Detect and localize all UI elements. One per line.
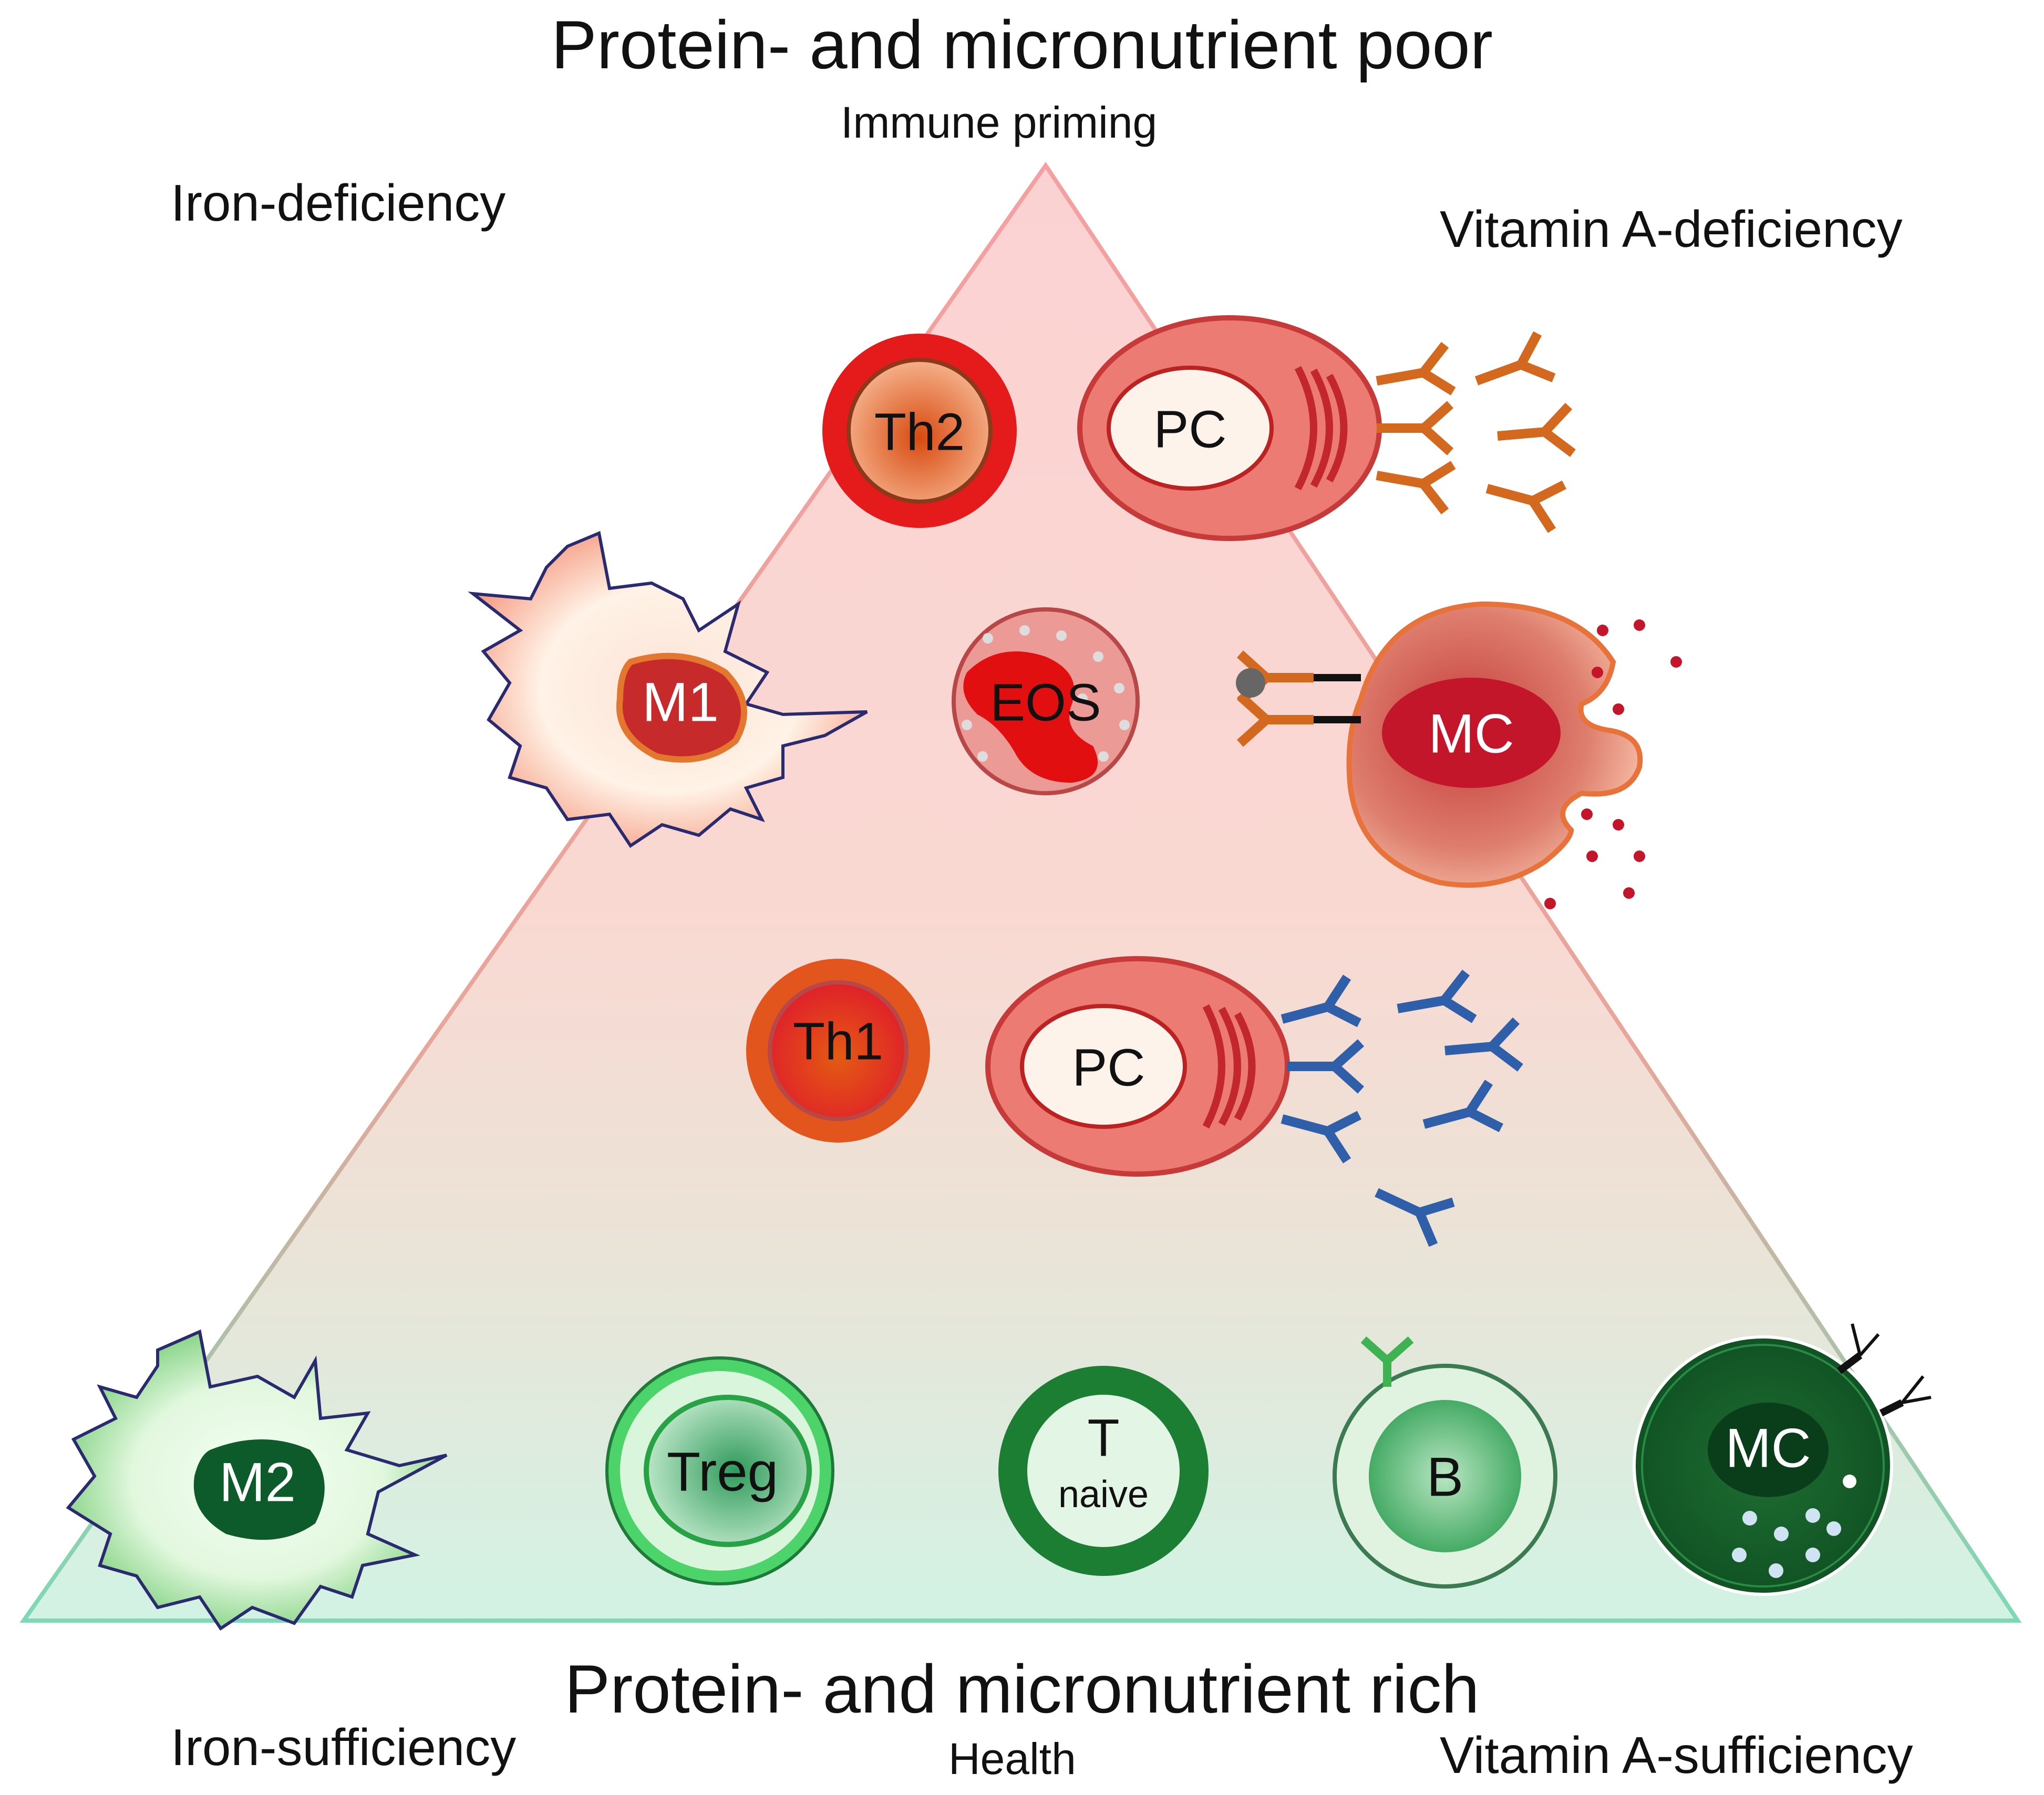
corner-top-left: Iron-deficiency bbox=[171, 174, 506, 232]
top-title: Protein- and micronutrient poor bbox=[551, 6, 1493, 83]
m2-label: M2 bbox=[219, 1452, 296, 1513]
eosinophil: EOS bbox=[952, 607, 1140, 795]
plasma-cell-top: PC bbox=[1077, 315, 1382, 541]
mast-cell-red: MC bbox=[1236, 601, 1682, 909]
th1-cell: Th1 bbox=[746, 959, 930, 1143]
t-naive-t-label: T bbox=[1087, 1408, 1119, 1467]
top-subtitle: Immune priming bbox=[841, 98, 1158, 147]
t-naive-cell: T naive bbox=[998, 1366, 1209, 1576]
mc-red-label: MC bbox=[1428, 703, 1514, 765]
th2-label: Th2 bbox=[874, 402, 965, 461]
m1-label: M1 bbox=[642, 672, 719, 733]
treg-cell: Treg bbox=[605, 1356, 834, 1585]
corner-bottom-left: Iron-sufficiency bbox=[171, 1718, 517, 1776]
pyramid-triangle bbox=[19, 161, 2022, 1623]
m1-macrophage: M1 bbox=[468, 531, 868, 848]
th2-cell: Th2 bbox=[822, 334, 1017, 528]
bottom-title: Protein- and micronutrient rich bbox=[564, 1651, 1480, 1727]
bottom-subtitle: Health bbox=[948, 1734, 1076, 1783]
pc-mid-label: PC bbox=[1072, 1038, 1145, 1097]
pc-top-label: PC bbox=[1154, 400, 1227, 459]
plasma-cell-middle: PC bbox=[985, 956, 1290, 1177]
eos-label: EOS bbox=[990, 673, 1101, 732]
corner-bottom-right: Vitamin A-sufficiency bbox=[1440, 1726, 1913, 1784]
t-naive-sub-label: naive bbox=[1058, 1474, 1149, 1516]
corner-top-right: Vitamin A-deficiency bbox=[1440, 200, 1903, 258]
treg-label: Treg bbox=[667, 1441, 778, 1503]
mc-green-label: MC bbox=[1725, 1418, 1811, 1479]
antibodies-orange-top bbox=[1372, 334, 1573, 531]
mast-cell-green: MC bbox=[1633, 1323, 1932, 1596]
b-label: B bbox=[1427, 1447, 1463, 1508]
th1-label: Th1 bbox=[793, 1012, 883, 1071]
m2-macrophage: M2 bbox=[66, 1329, 448, 1631]
b-cell: B bbox=[1333, 1336, 1557, 1589]
